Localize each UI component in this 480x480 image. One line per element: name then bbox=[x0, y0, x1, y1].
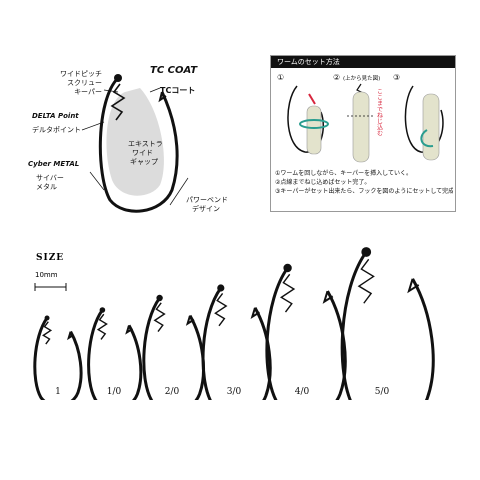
size-label: 1 bbox=[55, 387, 61, 397]
screw-keeper bbox=[214, 292, 228, 327]
step-number-1: ① bbox=[277, 73, 284, 82]
size-label: 3/0 bbox=[226, 387, 242, 397]
hook-eye bbox=[99, 307, 106, 313]
worm-set-instructions: ワームのセット方法 ① ② ③ (上から見た図) ここまでねじ込む ①ワームを回… bbox=[270, 55, 456, 212]
wide-gap-shape bbox=[106, 88, 164, 196]
leader-delta bbox=[81, 121, 105, 131]
hook-eye bbox=[361, 247, 372, 257]
wide-pitch-label-3: キーパー bbox=[74, 88, 102, 96]
hook-point bbox=[125, 325, 134, 335]
extra-wide-label-3: ギャップ bbox=[130, 158, 158, 166]
wide-pitch-label-1: ワイドピッチ bbox=[60, 70, 102, 78]
hook-eye bbox=[217, 284, 225, 292]
hook-anatomy-diagram bbox=[81, 74, 189, 213]
screw-keeper bbox=[279, 273, 296, 313]
screw-keeper bbox=[110, 83, 126, 121]
size-label: 5/0 bbox=[374, 387, 390, 397]
hook-eye bbox=[156, 294, 163, 302]
hook-body bbox=[87, 309, 143, 400]
hook-body bbox=[142, 297, 205, 400]
size-hook-3 bbox=[142, 294, 205, 400]
delta-point-logo: DELTA Point bbox=[32, 112, 79, 120]
step2-red-caption: ここまでねじ込む bbox=[376, 88, 383, 136]
step1-red-arrow bbox=[308, 93, 316, 105]
instruction-step-3: ③キーパーがセット出来たら、フックを図のようにセットして完成。 bbox=[275, 188, 453, 195]
hook-body bbox=[340, 251, 435, 400]
screw-keeper bbox=[153, 302, 166, 333]
step3-hook bbox=[404, 85, 444, 153]
instruction-step-1: ①ワームを回しながら、キーパーを挿入していく。 bbox=[275, 170, 412, 177]
scale-bar bbox=[34, 283, 67, 291]
hook-point bbox=[158, 91, 167, 103]
hook-eye bbox=[283, 263, 292, 273]
hook-point bbox=[407, 278, 420, 294]
screw-keeper bbox=[357, 258, 375, 304]
hook-eye bbox=[44, 315, 50, 321]
leader-wide-pitch bbox=[103, 89, 119, 93]
hook-point bbox=[250, 307, 261, 320]
tc-coat-label: TCコート bbox=[160, 86, 196, 95]
hook-body bbox=[201, 287, 272, 400]
step-number-2: ② bbox=[333, 73, 340, 82]
instructions-title: ワームのセット方法 bbox=[271, 56, 455, 68]
cyber-metal-logo: Cyber METAL bbox=[28, 160, 80, 168]
cyber-metal-label-1: サイバー bbox=[36, 174, 64, 182]
size-title: SIZE bbox=[36, 253, 65, 263]
screw-keeper bbox=[42, 321, 53, 345]
leader-cyber bbox=[89, 171, 105, 191]
step1-hook bbox=[287, 85, 325, 153]
size-hook-4 bbox=[201, 284, 272, 400]
instruction-steps: ①ワームを回しながら、キーパーを挿入していく。 ②点線までねじ込めばセット完了。… bbox=[275, 169, 453, 196]
cyber-metal-label-2: メタル bbox=[36, 183, 57, 191]
size-hook-6 bbox=[340, 247, 435, 400]
power-bend-label-2: デザイン bbox=[192, 205, 220, 213]
extra-wide-label-1: エキストラ bbox=[128, 140, 163, 148]
screw-keeper bbox=[96, 313, 108, 340]
hook-shank bbox=[98, 76, 179, 213]
extra-wide-label-2: ワイド bbox=[132, 149, 153, 157]
scale-label: 10mm bbox=[35, 271, 58, 279]
size-hook-5 bbox=[265, 263, 347, 400]
size-label: 4/0 bbox=[294, 387, 310, 397]
step1-rotate-arrow bbox=[299, 119, 329, 129]
step2-worm bbox=[352, 91, 370, 163]
step2-caption: (上から見た図) bbox=[343, 74, 380, 82]
size-hooks bbox=[33, 247, 435, 400]
instruction-step-2: ②点線までねじ込めばセット完了。 bbox=[275, 179, 371, 186]
size-hook-2 bbox=[87, 307, 143, 400]
hook-point bbox=[322, 290, 334, 304]
step3-arrow bbox=[420, 129, 434, 148]
leader-tc bbox=[149, 87, 161, 93]
wide-pitch-label-2: スクリュー bbox=[67, 79, 102, 87]
step1-worm bbox=[306, 105, 322, 155]
step3-worm bbox=[422, 93, 440, 161]
size-label: 2/0 bbox=[164, 387, 180, 397]
hook-point bbox=[185, 315, 195, 326]
step-number-3: ③ bbox=[393, 73, 400, 82]
size-hook-1 bbox=[33, 315, 83, 400]
size-label: 1/0 bbox=[106, 387, 122, 397]
hook-body bbox=[265, 267, 347, 400]
leader-power-bend bbox=[169, 177, 189, 206]
hook-eye bbox=[114, 74, 122, 82]
tc-coat-logo: TC COAT bbox=[150, 65, 198, 76]
instructions-illustration: ① ② ③ (上から見た図) ここまでねじ込む bbox=[277, 73, 444, 163]
hook-body bbox=[33, 317, 83, 400]
delta-point-label: デルタポイント bbox=[32, 126, 81, 134]
hook-point bbox=[67, 331, 75, 341]
power-bend-label-1: パワーベンド bbox=[186, 196, 228, 204]
